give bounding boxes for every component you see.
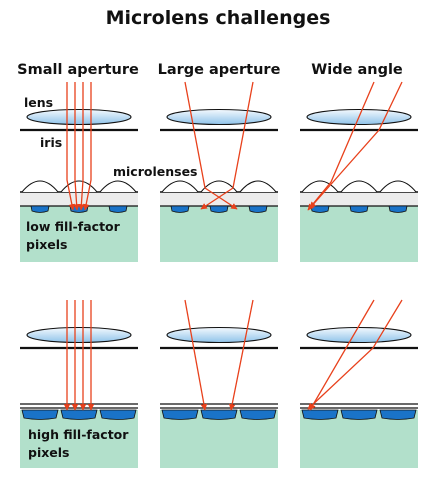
ray <box>307 299 403 410</box>
pixel-well <box>200 409 238 420</box>
microlens-dome <box>239 180 277 193</box>
label-iris: iris <box>40 135 62 150</box>
panels-layer <box>20 81 418 468</box>
substrate-layer <box>160 206 278 262</box>
panel-row1-col2 <box>160 81 278 262</box>
pixel-well <box>161 409 199 420</box>
microlens-dome <box>60 180 98 193</box>
panel-row2-col2 <box>160 299 278 468</box>
pixel-well <box>21 409 59 420</box>
ray <box>200 81 254 210</box>
pixel-well <box>301 409 339 420</box>
label-lens: lens <box>24 95 53 110</box>
substrate-layer <box>20 206 138 262</box>
panel-row1-col3 <box>300 81 418 262</box>
lens-shape <box>166 108 272 126</box>
pixel-well <box>388 205 408 213</box>
microlens-dome <box>200 180 238 193</box>
substrate-layer <box>300 206 418 262</box>
pixel-well <box>209 205 229 213</box>
label-low-fill-factor: low fill-factor <box>26 219 121 234</box>
pixel-well <box>239 409 277 420</box>
pixel-well <box>108 205 128 213</box>
ray <box>73 82 80 211</box>
column-header-large-aperture: Large aperture <box>158 62 281 78</box>
microlens-dome <box>379 180 417 193</box>
ray <box>66 82 76 211</box>
label-low-pixels: pixels <box>26 237 68 252</box>
panel-row2-col1 <box>20 300 138 468</box>
pixel-well <box>30 205 50 213</box>
lens-shape <box>26 108 132 126</box>
column-header-wide-angle: Wide angle <box>311 62 403 78</box>
pixel-well <box>379 409 417 420</box>
label-high-fill-factor: high fill-factor <box>28 427 129 442</box>
ray <box>228 299 254 411</box>
pixel-well <box>248 205 268 213</box>
spacer-layer <box>20 192 138 206</box>
label-microlenses: microlenses <box>113 164 198 179</box>
microlens-dome <box>21 180 59 193</box>
microlens-dome <box>99 180 137 193</box>
ray <box>184 299 208 411</box>
column-header-small-aperture: Small aperture <box>17 62 139 78</box>
ray <box>309 299 375 411</box>
lens-shape <box>166 326 272 344</box>
panel-row1-col1 <box>20 82 138 262</box>
pixel-well <box>310 205 330 213</box>
pixel-well <box>170 205 190 213</box>
ray <box>78 82 85 211</box>
label-high-pixels: pixels <box>28 445 70 460</box>
microlens-dome <box>161 180 199 193</box>
lens-shape <box>26 326 132 344</box>
spacer-layer <box>160 192 278 206</box>
diagram-title: Microlens challenges <box>106 7 331 29</box>
ray <box>184 81 238 210</box>
lens-shape <box>306 326 412 344</box>
pixel-well <box>99 409 137 420</box>
pixel-well <box>340 409 378 420</box>
ray <box>309 81 403 209</box>
ray <box>82 82 92 211</box>
microlens-dome <box>340 180 378 193</box>
pixel-well <box>60 409 98 420</box>
panel-row2-col3 <box>300 299 418 468</box>
pixel-well <box>349 205 369 213</box>
spacer-layer <box>300 192 418 206</box>
